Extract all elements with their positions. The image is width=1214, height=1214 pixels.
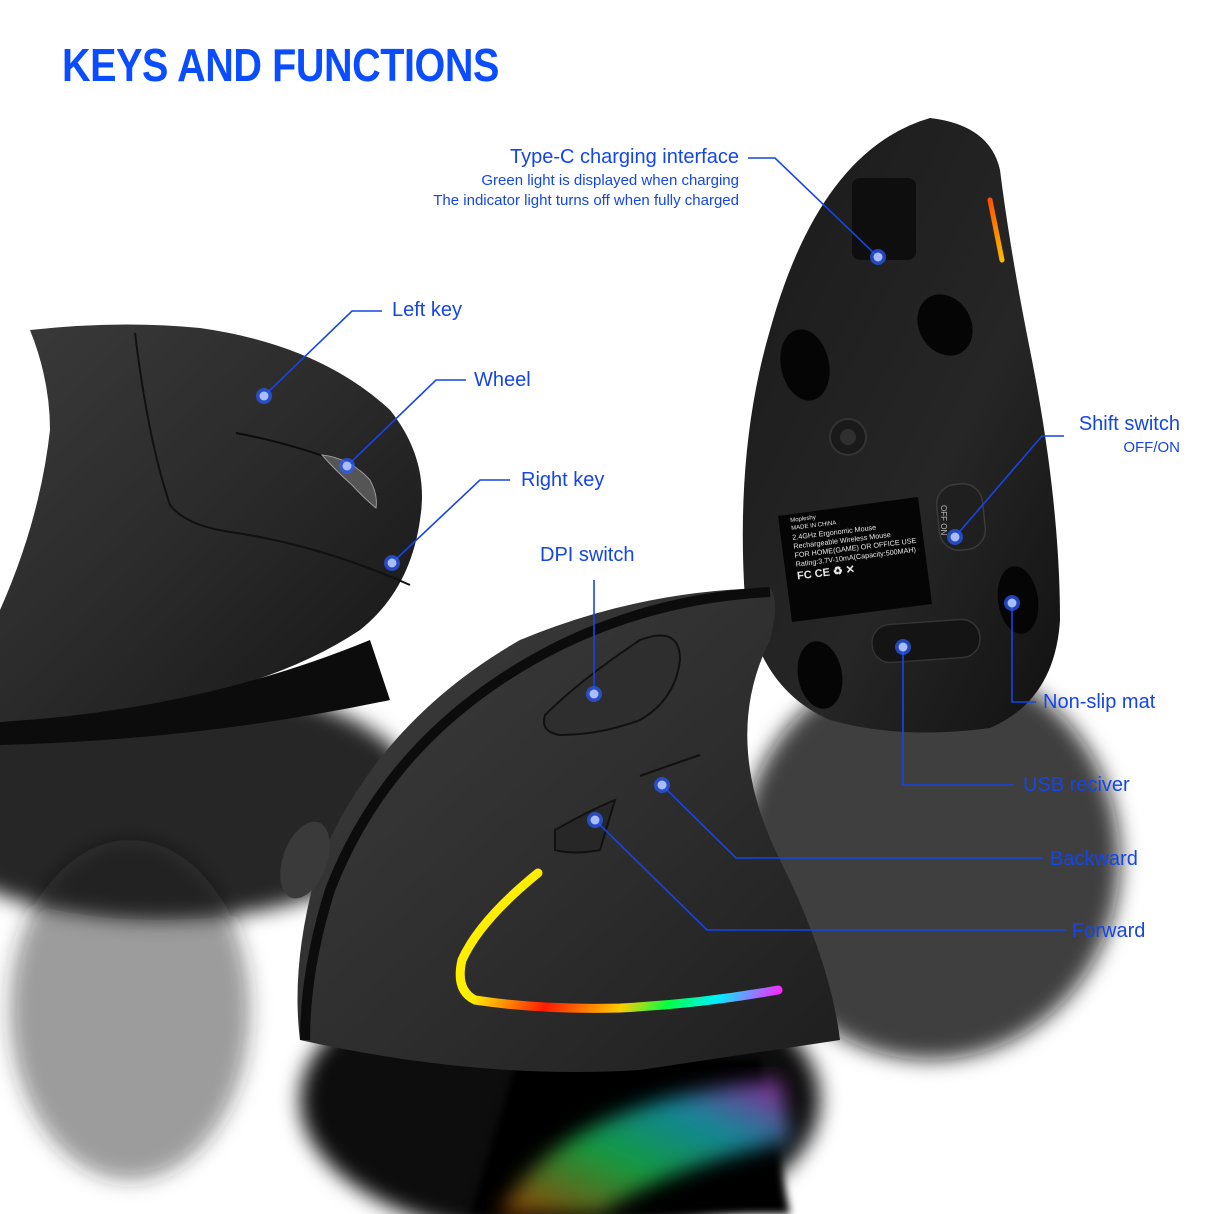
callout-type-c-note1: Green light is displayed when charging: [481, 172, 739, 189]
callout-lines: [263, 157, 1066, 931]
callout-type-c-label: Type-C charging interface: [509, 146, 739, 168]
callout-usb-receiver-label: USB reciver: [1023, 774, 1130, 796]
callout-backward-label: Backward: [1050, 848, 1138, 870]
mouse-bottom-view: [742, 118, 1060, 733]
page-title: KEYS AND FUNCTIONS: [62, 39, 499, 91]
callout-markers: [256, 249, 1020, 828]
mouse-side-view: [0, 324, 422, 745]
marker-type-c: [870, 249, 886, 265]
marker-backward: [654, 777, 670, 793]
callout-left-key-label: Left key: [392, 299, 463, 321]
marker-left-key: [256, 388, 272, 404]
callout-shift-switch-label: Shift switch: [1078, 413, 1180, 435]
callout-shift-switch-note: OFF/ON: [1123, 439, 1180, 456]
callout-forward-label: Forward: [1072, 920, 1146, 942]
marker-right-key: [384, 555, 400, 571]
marker-dpi: [586, 686, 602, 702]
callout-right-key-label: Right key: [521, 469, 605, 491]
marker-forward: [587, 812, 603, 828]
callout-type-c-note2: The indicator light turns off when fully…: [433, 192, 739, 209]
callout-wheel-label: Wheel: [474, 369, 531, 391]
callout-non-slip-mat-label: Non-slip mat: [1043, 691, 1156, 713]
marker-wheel: [339, 458, 355, 474]
mouse-front-view: [280, 587, 840, 1072]
marker-shift: [947, 529, 963, 545]
power-switch-text: OFF ON: [939, 505, 948, 536]
marker-non-slip: [1004, 595, 1020, 611]
callout-dpi-switch-label: DPI switch: [540, 544, 635, 566]
marker-usb: [895, 639, 911, 655]
